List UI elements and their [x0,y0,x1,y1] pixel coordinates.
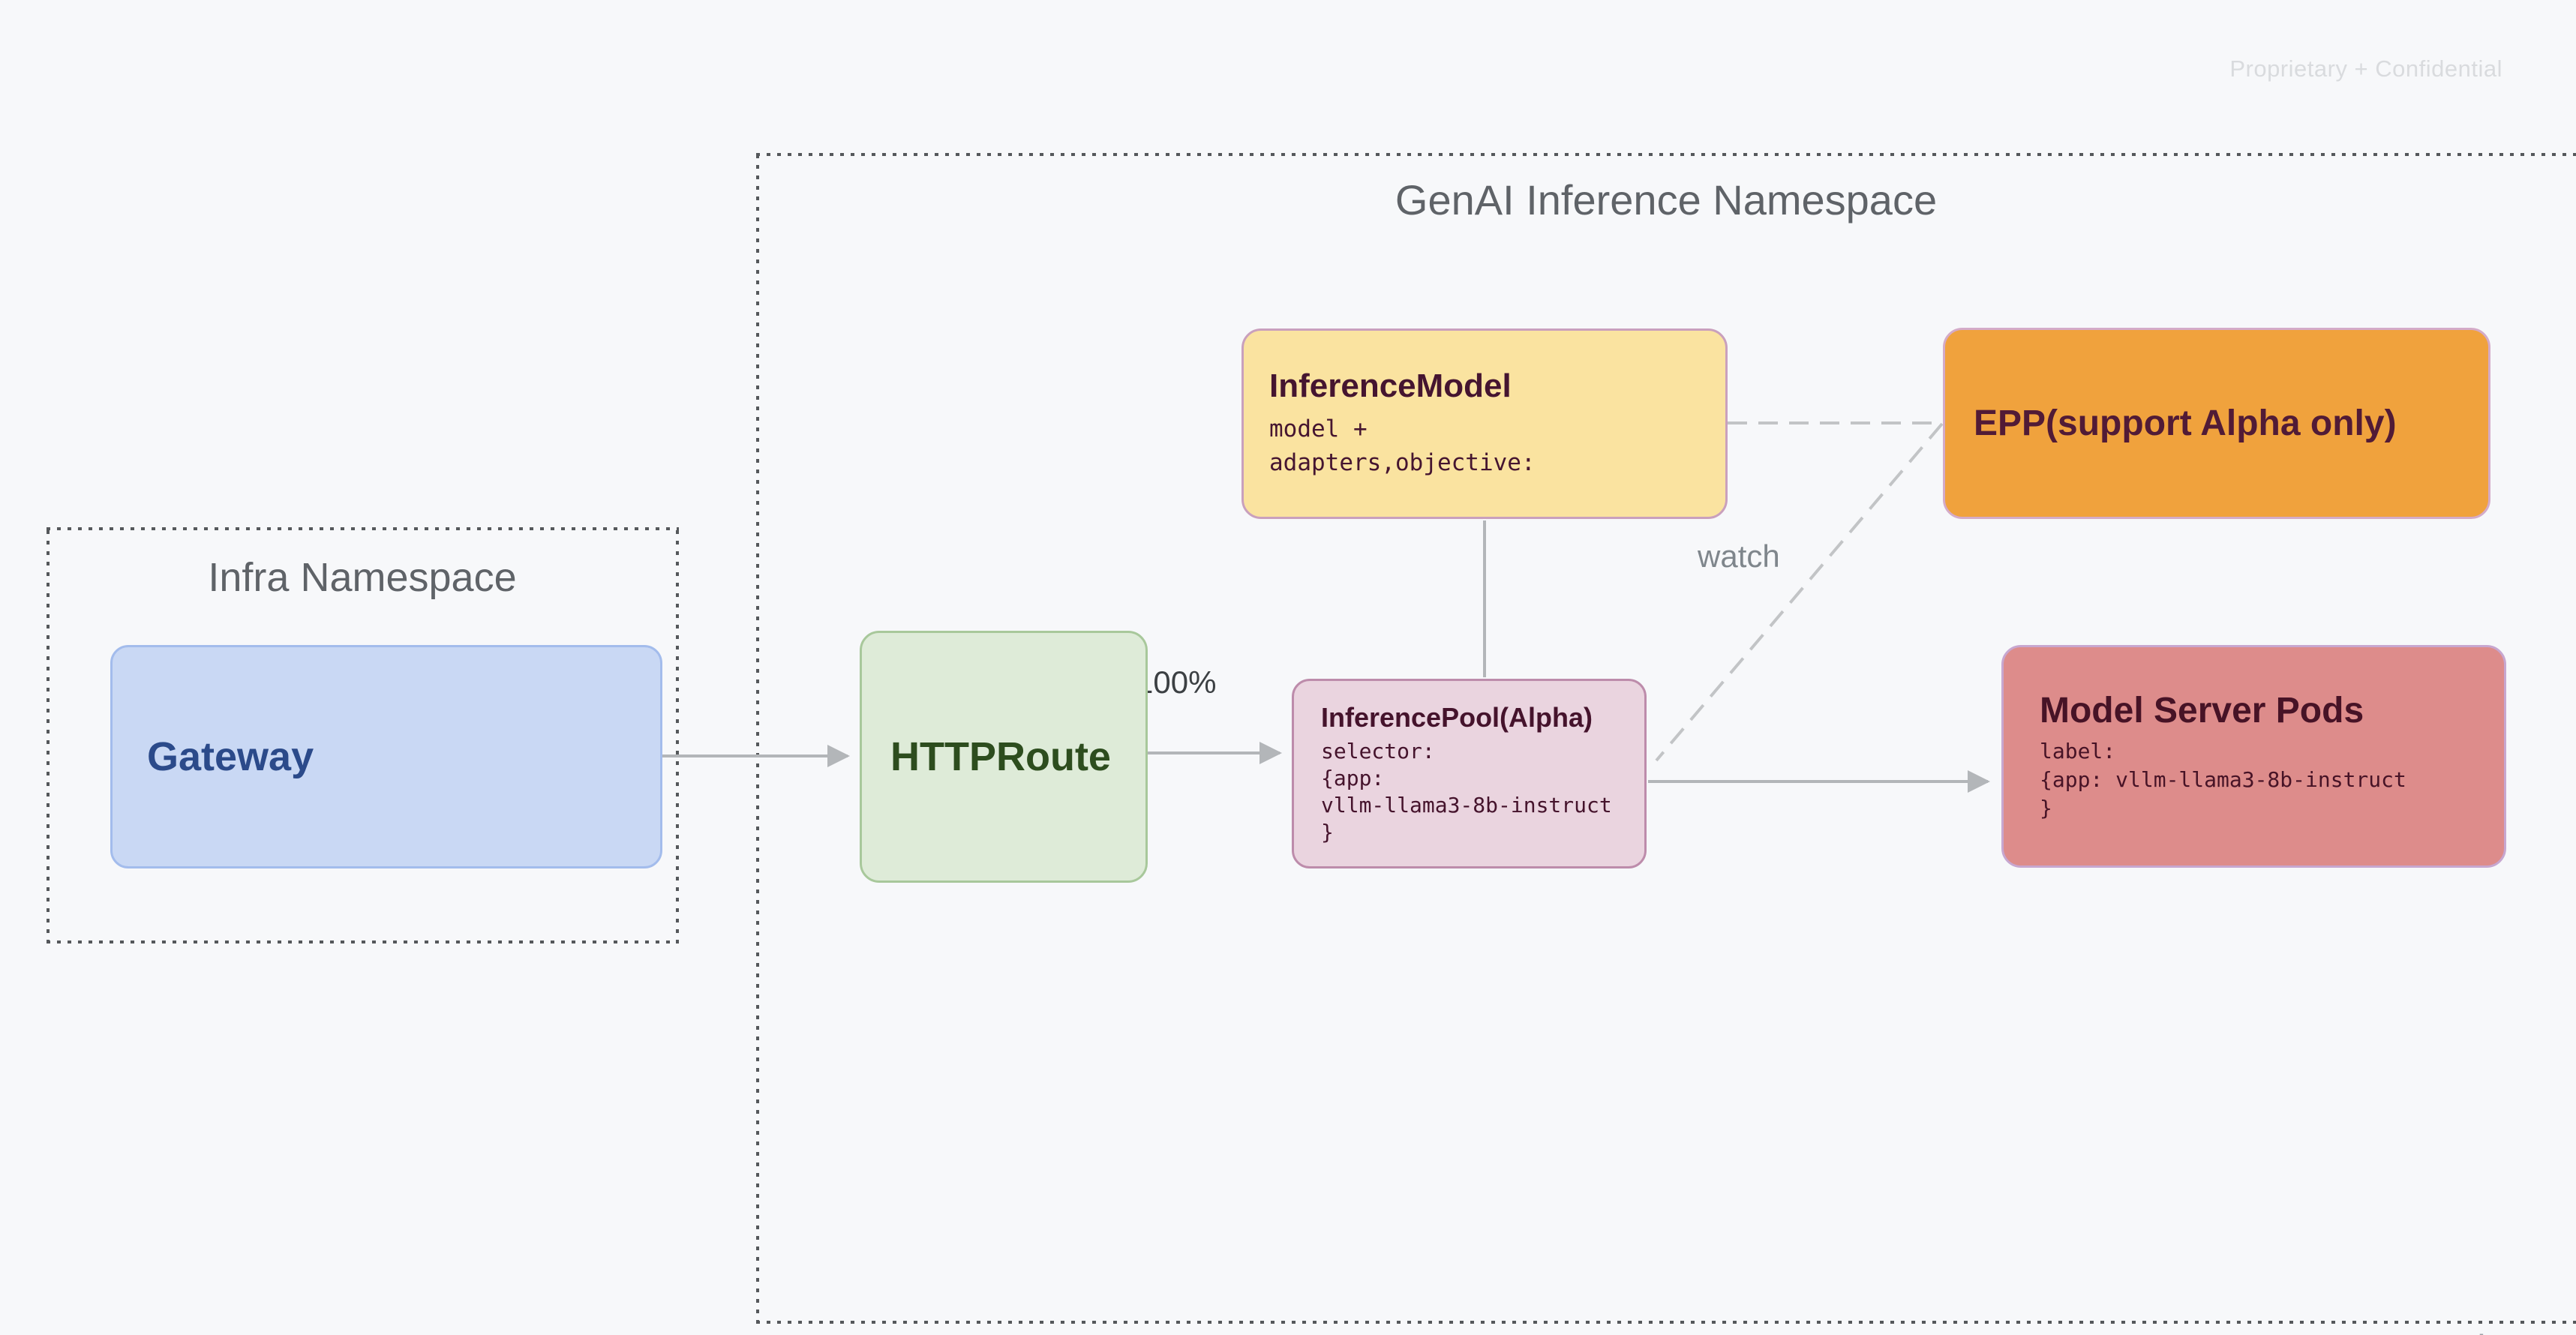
inference-model-title: InferenceModel [1269,368,1512,404]
genai-namespace-title: GenAI Inference Namespace [1395,176,1938,224]
inference-pool-selector: selector: {app: vllm-llama3-8b-instruct … [1321,738,1612,844]
gateway-title: Gateway [147,734,314,779]
model-server-pods-title: Model Server Pods [2040,691,2364,730]
inference-pool-node: InferencePool(Alpha) selector: {app: vll… [1292,679,1647,868]
model-server-pods-node: Model Server Pods label: {app: vllm-llam… [2001,645,2506,868]
google-logo-partial: Google [2382,1327,2517,1335]
inference-pool-title: InferencePool(Alpha) [1321,701,1593,733]
gateway-node: Gateway [110,645,662,868]
httproute-title: HTTPRoute [890,734,1111,779]
watch-label: watch [1698,538,1780,574]
infra-namespace-title: Infra Namespace [208,555,517,600]
traffic-weight-label: 100% [1136,664,1217,700]
model-server-pods-label: label: {app: vllm-llama3-8b-instruct } [2040,739,2406,820]
confidentiality-watermark: Proprietary + Confidential [2229,56,2502,82]
inference-model-spec: model + adapters,objective: [1269,416,1536,476]
httproute-node: HTTPRoute [860,631,1148,883]
epp-node: EPP(support Alpha only) [1943,328,2490,519]
inference-model-node: InferenceModel model + adapters,objectiv… [1241,328,1728,519]
epp-title: EPP(support Alpha only) [1974,404,2397,443]
